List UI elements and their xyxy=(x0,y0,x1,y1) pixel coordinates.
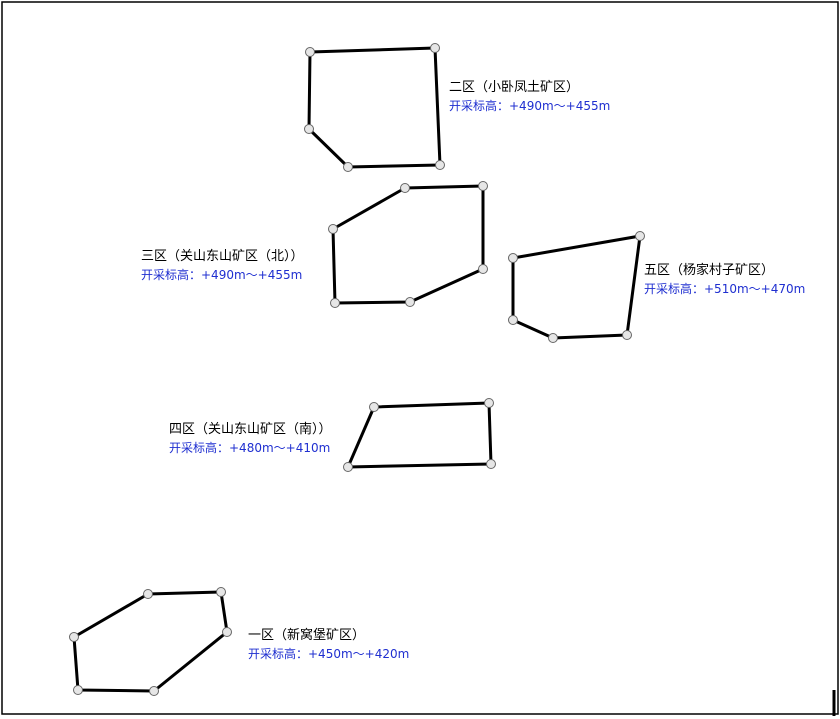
zone-3-vertex-3 xyxy=(478,181,488,191)
zone-polygons xyxy=(69,43,645,696)
zone-5-vertex-1 xyxy=(508,253,518,263)
zone-1-elevation: 开采标高：+450m～+420m xyxy=(248,647,410,661)
zone-1-vertex-6 xyxy=(73,685,83,695)
zone-4-name: 四区（关山东山矿区（南）） xyxy=(169,422,332,437)
zone-4-vertex-3 xyxy=(486,459,496,469)
zone-3-name: 三区（关山东山矿区（北）） xyxy=(141,249,304,264)
zone-3-label: 三区（关山东山矿区（北）） 开采标高：+490m～+455m xyxy=(141,248,304,284)
zone-1-vertex-1 xyxy=(69,632,79,642)
zone-4-vertex-4 xyxy=(343,462,353,472)
zone-3-vertex-6 xyxy=(330,298,340,308)
zone-5-vertex-5 xyxy=(508,315,518,325)
zone-3-elevation: 开采标高：+490m～+455m xyxy=(141,268,303,282)
zone-3-vertex-5 xyxy=(405,297,415,307)
zone-4-elevation: 开采标高：+480m～+410m xyxy=(169,441,331,455)
zone-1-vertex-4 xyxy=(222,627,232,637)
zone-5-boundary xyxy=(511,234,642,340)
zone-2-boundary xyxy=(307,46,442,169)
zone-3-boundary xyxy=(331,184,485,305)
zone-2-vertex-1 xyxy=(305,47,315,57)
zone-1-name: 一区（新窝堡矿区） xyxy=(248,628,366,643)
zone-2-label: 二区（小卧凤土矿区） 开采标高：+490m～+455m xyxy=(449,79,610,115)
zone-1-vertex-2 xyxy=(143,589,153,599)
zone-5-label: 五区（杨家村子矿区） 开采标高：+510m～+470m xyxy=(644,262,805,298)
zone-2-vertex-3 xyxy=(435,160,445,170)
zone-5-vertex-2 xyxy=(635,231,645,241)
zone-1-vertex-3 xyxy=(216,587,226,597)
zone-1-boundary xyxy=(72,590,229,693)
zone-1-label: 一区（新窝堡矿区） 开采标高：+450m～+420m xyxy=(248,627,409,663)
zone-5-name: 五区（杨家村子矿区） xyxy=(644,263,775,278)
zone-3-vertex-1 xyxy=(328,224,338,234)
zone-5-elevation: 开采标高：+510m～+470m xyxy=(644,282,806,296)
zone-2-vertex-5 xyxy=(304,124,314,134)
zone-2-elevation: 开采标高：+490m～+455m xyxy=(449,99,611,113)
zone-3-vertex-4 xyxy=(478,264,488,274)
zone-5-vertex-3 xyxy=(622,330,632,340)
zone-4-vertex-2 xyxy=(484,398,494,408)
zone-3-vertex-2 xyxy=(400,183,410,193)
zone-4-boundary xyxy=(346,401,493,469)
zone-2-name: 二区（小卧凤土矿区） xyxy=(449,80,580,95)
zone-2-vertex-2 xyxy=(430,43,440,53)
zone-4-label: 四区（关山东山矿区（南）） 开采标高：+480m～+410m xyxy=(169,421,332,457)
zone-2-vertex-4 xyxy=(343,162,353,172)
zone-5-vertex-4 xyxy=(548,333,558,343)
zone-1-vertex-5 xyxy=(149,686,159,696)
zone-4-vertex-1 xyxy=(369,402,379,412)
